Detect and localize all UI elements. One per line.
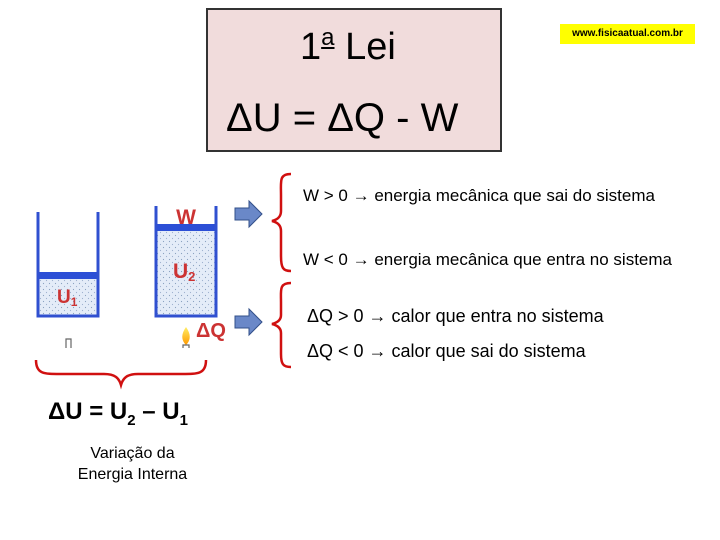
gas-initial <box>38 278 98 315</box>
delta-u-brace <box>34 359 208 390</box>
heat-label: ΔQ <box>196 320 226 342</box>
flame-icon <box>182 327 190 345</box>
cylinder-initial-walls <box>36 212 100 318</box>
rule-w-positive: W > 0 → energia mecânica que sai do sist… <box>303 186 655 205</box>
piston-initial <box>38 272 98 279</box>
burner-off-icon <box>65 338 72 348</box>
rule-q-negative: ΔQ < 0 → calor que sai do sistema <box>307 341 586 361</box>
heat-arrow-icon <box>234 307 263 337</box>
work-rules-brace <box>271 172 292 273</box>
u1-label: U1 <box>57 287 78 309</box>
cylinder-initial <box>36 212 100 348</box>
work-arrow-icon <box>234 199 263 229</box>
burner-on-icon <box>182 344 190 348</box>
caption-line-2: Energia Interna <box>77 466 188 483</box>
work-label: W <box>176 206 196 229</box>
gas-final <box>156 230 216 316</box>
lei-ordinal: a <box>321 24 335 51</box>
internal-energy-caption: Variação da Energia Interna <box>60 443 205 485</box>
title-box: 1a Lei www.fisicaatual.com.br ΔU = ΔQ - … <box>206 8 695 152</box>
caption-line-1: Variação da <box>90 445 175 462</box>
site-badge: www.fisicaatual.com.br <box>560 24 695 44</box>
u2-label: U2 <box>173 260 195 284</box>
rule-q-positive: ΔQ > 0 → calor que entra no sistema <box>307 306 604 326</box>
cylinder-final <box>154 206 218 348</box>
first-law-formula: ΔU = ΔQ - W <box>226 96 459 140</box>
rule-w-negative: W < 0 → energia mecânica que entra no si… <box>303 250 672 269</box>
heat-rules-brace <box>271 281 292 369</box>
piston-final <box>156 224 216 231</box>
lei-title: 1a Lei <box>300 24 396 68</box>
internal-energy-equation: ΔU = U2 – U1 <box>48 398 188 429</box>
cylinder-final-walls <box>154 206 218 318</box>
